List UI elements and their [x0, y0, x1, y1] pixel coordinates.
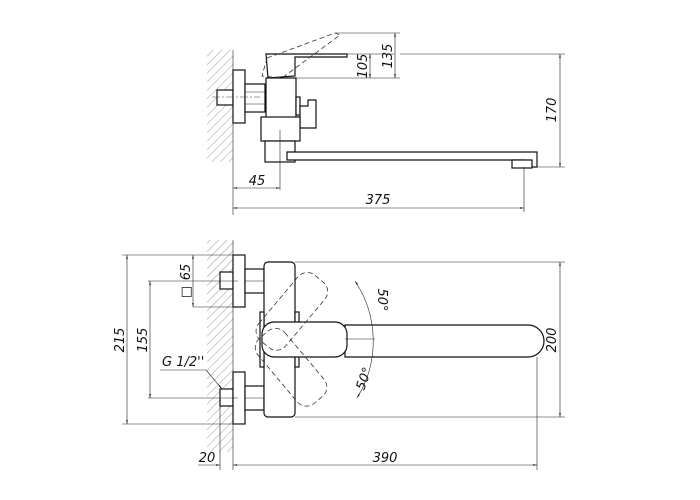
spout [286, 151, 538, 168]
angle-down-label: 50° [354, 365, 376, 392]
flange [232, 69, 246, 124]
front-view: 50° 50° 215 155 65 □ 200 G 1/2'' 20 390 [113, 240, 565, 470]
square-symbol: □ [179, 286, 194, 298]
pipe-stub [216, 89, 234, 106]
dim-20: 20 [199, 451, 216, 466]
body-lower [260, 116, 301, 142]
dim-105: 105 [356, 54, 371, 79]
pipe-stub-bottom [219, 388, 234, 407]
handle-raised-outline [261, 32, 341, 79]
pipe-stub-top [219, 271, 234, 290]
spout [344, 324, 545, 358]
side-view: 105 135 170 45 375 [207, 32, 565, 215]
handle-rotated-up [255, 272, 329, 351]
wall-hatch [207, 50, 233, 162]
dim-45: 45 [249, 174, 266, 189]
angle-arc [354, 280, 374, 399]
dim-170: 170 [545, 98, 560, 123]
angle-up-label: 50° [374, 288, 389, 311]
handle-rotated-down [254, 327, 328, 407]
handle [261, 321, 348, 358]
dim-155: 155 [136, 328, 151, 353]
mixer-body [265, 77, 297, 121]
diverter-knob [299, 99, 317, 129]
dim-65: 65 [179, 264, 194, 281]
dim-390: 390 [373, 451, 398, 466]
dim-375: 375 [366, 193, 391, 208]
nut [244, 83, 266, 113]
thread-label: G 1/2'' [162, 355, 204, 370]
dim-215: 215 [113, 328, 128, 353]
aerator [511, 159, 533, 169]
handle-lever [265, 53, 348, 79]
dim-200: 200 [545, 328, 560, 353]
dim-135: 135 [381, 44, 396, 69]
